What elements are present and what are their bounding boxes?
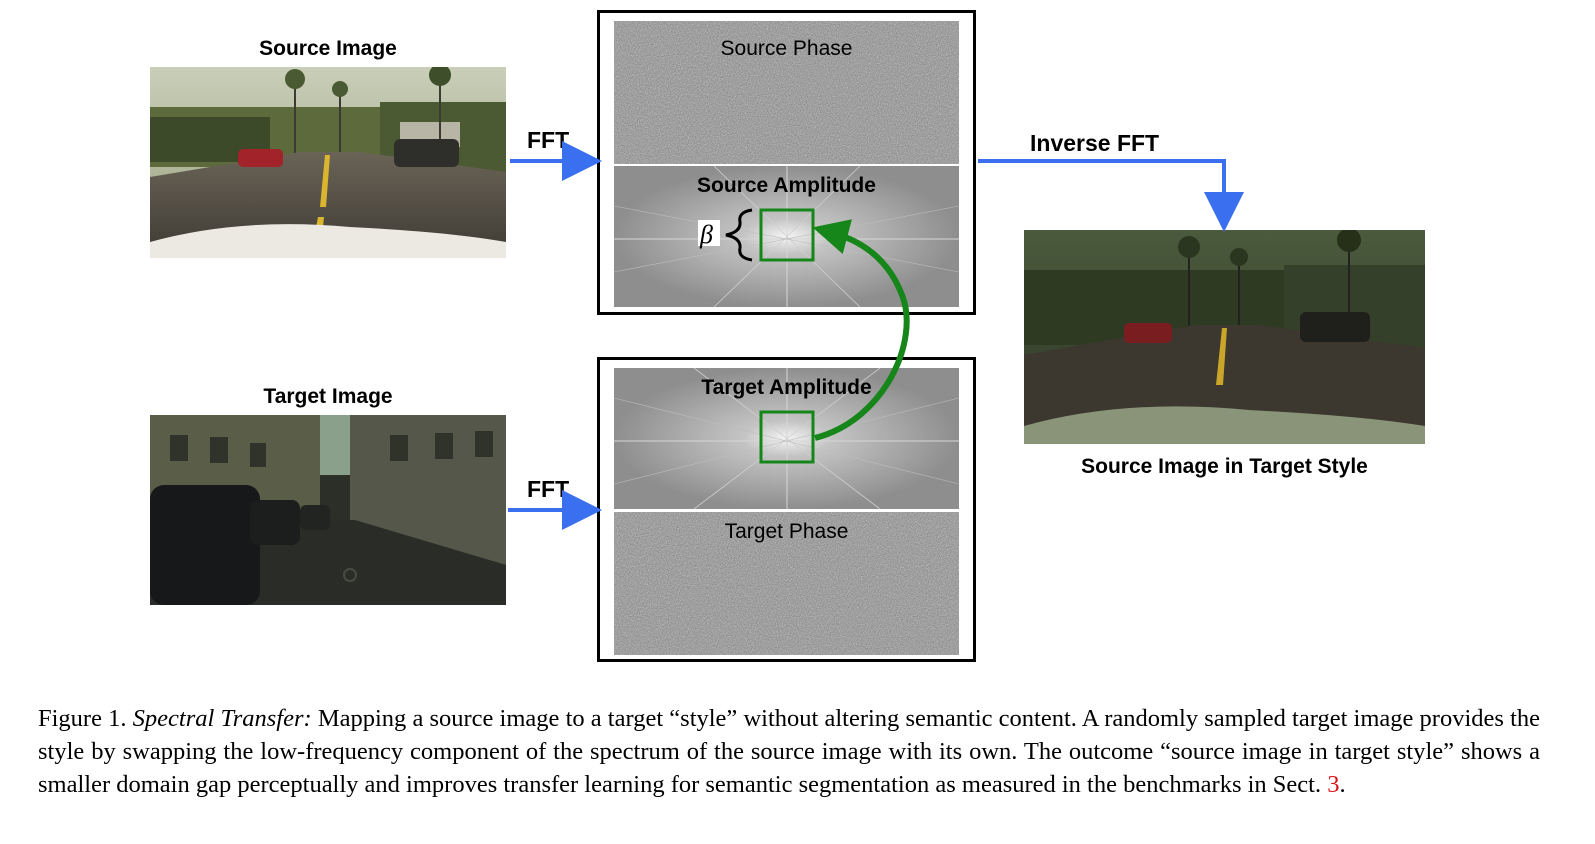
- inverse-fft-label: Inverse FFT: [1030, 130, 1160, 156]
- caption-title: Spectral Transfer:: [132, 705, 312, 732]
- target-phase-label: Target Phase: [724, 520, 849, 543]
- target-spectrum-panel: Target Amplitude Target Phase: [597, 357, 976, 662]
- source-image-label: Source Image: [259, 37, 397, 60]
- fft-top-label: FFT: [527, 127, 570, 153]
- target-image: [150, 415, 506, 605]
- caption-section-ref[interactable]: 3: [1327, 771, 1340, 798]
- target-phase-map: Target Phase: [614, 512, 959, 655]
- source-phase-map: Source Phase: [614, 21, 959, 164]
- result-image-label: Source Image in Target Style: [1081, 455, 1368, 478]
- target-amplitude-map: Target Amplitude: [614, 368, 959, 509]
- figure-caption: Figure 1. Spectral Transfer: Mapping a s…: [38, 702, 1540, 801]
- caption-end: .: [1339, 771, 1346, 798]
- inverse-fft-arrow: [978, 159, 1244, 232]
- result-image: [1024, 230, 1425, 444]
- source-amplitude-map: Source Amplitude: [614, 166, 959, 307]
- caption-figure-number: Figure 1.: [38, 705, 127, 732]
- source-amplitude-label: Source Amplitude: [697, 174, 876, 197]
- source-phase-label: Source Phase: [720, 37, 853, 60]
- caption-text: Mapping a source image to a target “styl…: [38, 705, 1540, 798]
- source-image: [150, 67, 506, 258]
- source-spectrum-panel: Source Phase Source Amplitude: [597, 10, 976, 315]
- target-image-label: Target Image: [263, 385, 393, 408]
- target-amplitude-label: Target Amplitude: [701, 376, 872, 399]
- fft-bottom-label: FFT: [527, 476, 570, 502]
